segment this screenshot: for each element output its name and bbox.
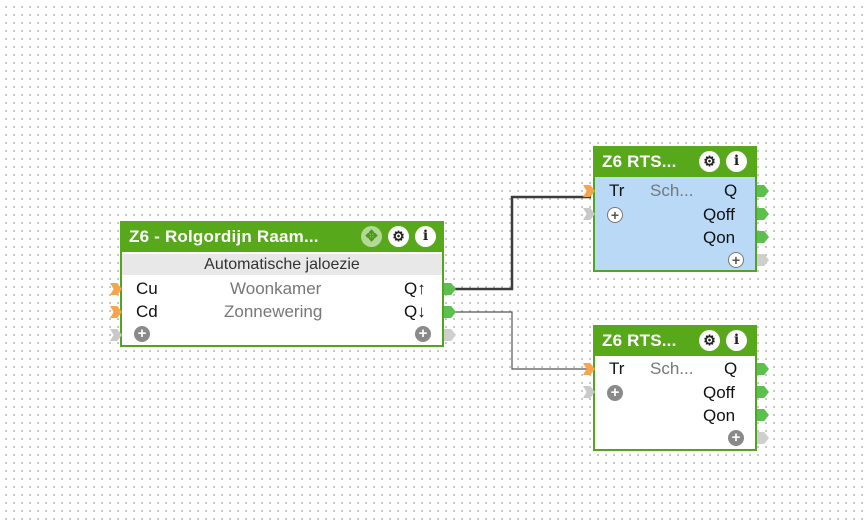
output-pin-extra[interactable] xyxy=(757,254,769,266)
block-title: Z6 RTS... xyxy=(602,331,677,350)
block-header[interactable]: Z6 - Rolgordijn Raam... ✥ ⚙ i xyxy=(120,221,444,252)
gear-icon[interactable]: ⚙ xyxy=(699,151,720,172)
input-pin-tr[interactable] xyxy=(583,363,595,375)
center-label-sch: Sch... xyxy=(650,359,694,378)
output-pin-extra[interactable] xyxy=(444,329,456,341)
output-pin-q[interactable] xyxy=(757,363,769,375)
info-icon[interactable]: i xyxy=(726,330,747,351)
input-label-tr: Tr xyxy=(609,359,625,378)
input-label-cd: Cd xyxy=(136,302,158,321)
add-output-icon[interactable]: + xyxy=(728,252,744,268)
input-pin-extra[interactable] xyxy=(583,208,595,220)
move-icon[interactable]: ✥ xyxy=(361,226,382,247)
output-pin-qon[interactable] xyxy=(757,409,769,421)
output-pin-q-down[interactable] xyxy=(444,306,456,318)
add-output-icon[interactable]: + xyxy=(728,430,744,446)
output-pin-qoff[interactable] xyxy=(757,208,769,220)
input-pin-extra[interactable] xyxy=(110,329,122,341)
wire-q-down-to-rts2[interactable] xyxy=(455,311,591,370)
output-label-q-up: Q↑ xyxy=(404,279,426,298)
output-label-q: Q xyxy=(724,181,738,200)
block-title: Z6 RTS... xyxy=(602,152,677,171)
output-pin-q[interactable] xyxy=(757,185,769,197)
input-pin-extra[interactable] xyxy=(583,386,595,398)
output-pin-qon[interactable] xyxy=(757,231,769,243)
center-label-sch: Sch... xyxy=(650,181,694,200)
center-label-zonnewering: Zonnewering xyxy=(224,302,323,321)
input-pin-cu[interactable] xyxy=(110,283,122,295)
block-header[interactable]: Z6 RTS... ⚙ i xyxy=(593,146,757,177)
output-label-q-down: Q↓ xyxy=(404,302,426,321)
add-output-icon[interactable]: + xyxy=(415,326,431,342)
block-subtitle: Automatische jaloezie xyxy=(122,254,442,275)
block-rts-2[interactable]: Z6 RTS... ⚙ i Tr Sch... Q Qoff Qon + + xyxy=(593,325,757,451)
input-label-cu: Cu xyxy=(136,279,158,298)
block-title: Z6 - Rolgordijn Raam... xyxy=(129,227,319,246)
output-label-qon: Qon xyxy=(703,228,736,247)
block-header[interactable]: Z6 RTS... ⚙ i xyxy=(593,325,757,356)
gear-icon[interactable]: ⚙ xyxy=(388,226,409,247)
output-pin-qoff[interactable] xyxy=(757,386,769,398)
input-pin-cd[interactable] xyxy=(110,306,122,318)
output-label-q: Q xyxy=(724,359,738,378)
block-rts-1[interactable]: Z6 RTS... ⚙ i Tr Sch... Q Qoff Qon + + xyxy=(593,146,757,272)
output-label-qoff: Qoff xyxy=(703,205,735,224)
wire-q-up-to-rts1[interactable] xyxy=(455,195,591,291)
add-input-icon[interactable]: + xyxy=(607,207,623,223)
add-input-icon[interactable]: + xyxy=(134,326,150,342)
gear-icon[interactable]: ⚙ xyxy=(699,330,720,351)
output-pin-extra[interactable] xyxy=(757,432,769,444)
output-pin-q-up[interactable] xyxy=(444,283,456,295)
center-label-woonkamer: Woonkamer xyxy=(230,279,322,298)
add-input-icon[interactable]: + xyxy=(607,385,623,401)
input-pin-tr[interactable] xyxy=(583,185,595,197)
output-label-qoff: Qoff xyxy=(703,383,735,402)
output-label-qon: Qon xyxy=(703,406,736,425)
input-label-tr: Tr xyxy=(609,181,625,200)
info-icon[interactable]: i xyxy=(726,151,747,172)
info-icon[interactable]: i xyxy=(415,226,436,247)
block-rolgordijn[interactable]: Z6 - Rolgordijn Raam... ✥ ⚙ i Automatisc… xyxy=(120,221,444,347)
